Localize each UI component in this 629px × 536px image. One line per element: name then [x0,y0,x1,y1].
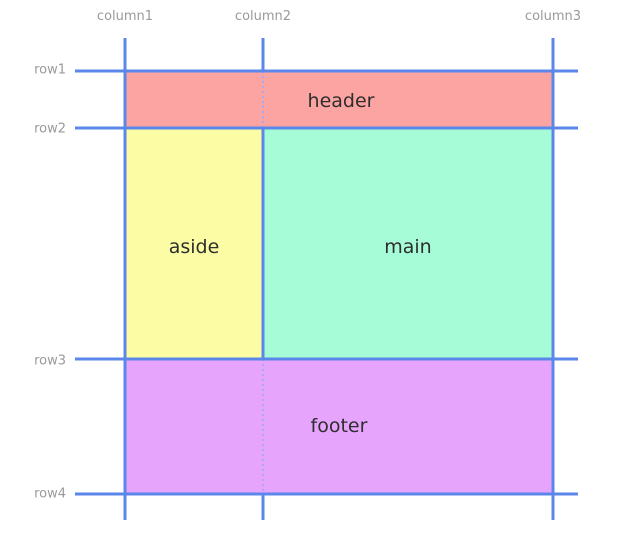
footer-label: footer [310,414,368,437]
column2-label: column2 [234,9,292,24]
header-label: header [307,89,375,112]
column3-label: column3 [524,9,582,24]
footer-area: footer [125,359,553,494]
main-label: main [384,235,432,258]
header-area: header [125,71,553,128]
row4-label: row4 [34,486,66,502]
aside-area: aside [125,128,263,359]
main-area: main [263,128,553,359]
row2-label: row2 [34,121,66,137]
aside-label: aside [168,235,220,258]
row1-label: row1 [34,62,66,78]
row3-label: row3 [34,353,66,369]
column1-label: column1 [96,9,154,24]
